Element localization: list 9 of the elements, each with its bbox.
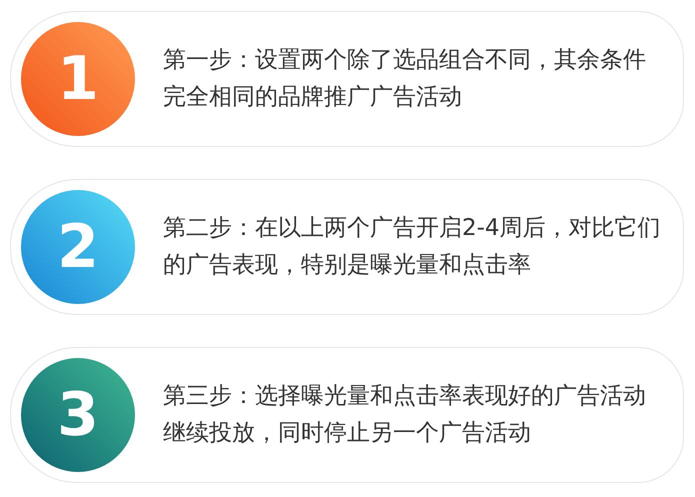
step-description: 第二步：在以上两个广告开启2-4周后，对比它们的广告表现，特别是曝光量和点击率 — [163, 214, 662, 280]
step-card — [10, 11, 684, 147]
step-description: 第一步：设置两个除了选品组合不同，其余条件完全相同的品牌推广广告活动 — [163, 46, 647, 112]
step-description: 第三步：选择曝光量和点击率表现好的广告活动继续投放，同时停止另一个广告活动 — [163, 382, 647, 448]
step-number: 3 — [57, 385, 99, 445]
step-card — [10, 179, 684, 315]
step-number: 1 — [57, 49, 99, 109]
step-card — [10, 347, 684, 483]
step-number: 2 — [57, 217, 99, 277]
